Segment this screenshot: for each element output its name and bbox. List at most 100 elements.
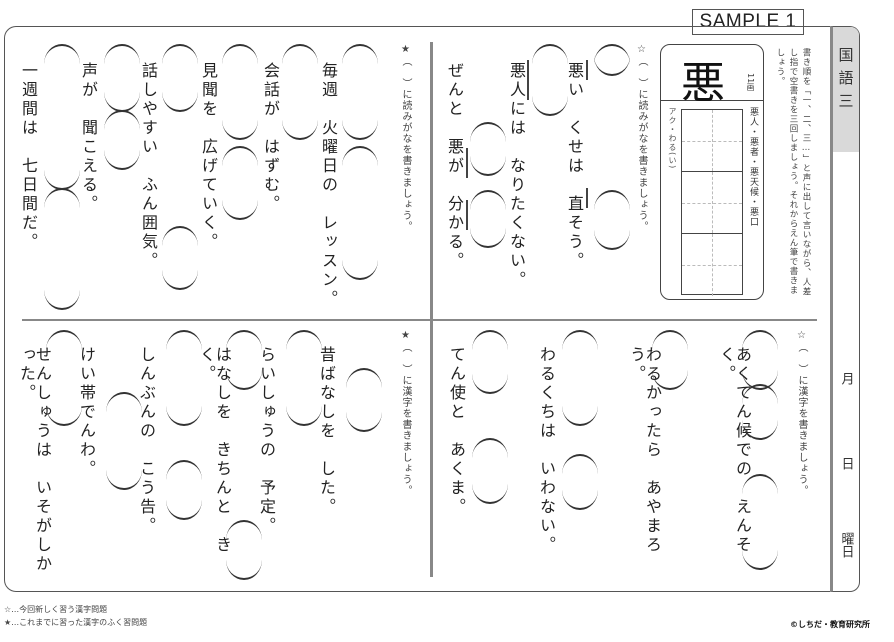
- section-instruction: ☆（ ）に漢字を書きましょう。: [796, 330, 807, 496]
- answer-paren[interactable]: [342, 260, 378, 280]
- answer-paren[interactable]: [226, 330, 262, 350]
- target-underline: [466, 200, 468, 230]
- answer-paren[interactable]: [162, 270, 198, 290]
- target-underline: [586, 188, 588, 208]
- sentence: 毎週 火曜日の レッスン。: [319, 62, 338, 309]
- answer-paren[interactable]: [226, 560, 262, 580]
- kanji-reading: アク・わる(い): [668, 107, 677, 170]
- answer-paren[interactable]: [562, 330, 598, 350]
- sentence: わるくちは いわない。: [537, 346, 556, 555]
- answer-paren[interactable]: [470, 156, 506, 176]
- answer-paren[interactable]: [470, 190, 506, 210]
- answer-paren[interactable]: [562, 454, 598, 474]
- sentence: 声が 聞こえる。: [79, 62, 98, 214]
- answer-paren[interactable]: [342, 44, 378, 64]
- answer-paren[interactable]: [106, 470, 142, 490]
- answer-paren[interactable]: [222, 146, 258, 166]
- answer-paren[interactable]: [44, 188, 80, 208]
- answer-paren[interactable]: [106, 392, 142, 412]
- answer-paren[interactable]: [594, 44, 630, 64]
- target-underline: [586, 60, 588, 80]
- answer-paren[interactable]: [742, 384, 778, 404]
- sentence: わるかったら あやまろう。: [627, 346, 662, 555]
- section-instruction: ★（ ）に読みがなを書きましょう。: [400, 44, 411, 232]
- sentence: しんぶんの こう告。: [137, 346, 156, 536]
- kanji-header: 悪 11画: [661, 45, 763, 109]
- footer-note-new: ☆…今回新しく習う漢字問題: [4, 605, 108, 614]
- answer-paren[interactable]: [742, 550, 778, 570]
- answer-paren[interactable]: [226, 520, 262, 540]
- answer-paren[interactable]: [162, 44, 198, 64]
- answer-paren[interactable]: [166, 460, 202, 480]
- answer-paren[interactable]: [346, 368, 382, 388]
- answer-paren[interactable]: [166, 406, 202, 426]
- answer-paren[interactable]: [44, 290, 80, 310]
- sentence: てん使と あくま。: [447, 346, 466, 517]
- answer-paren[interactable]: [286, 330, 322, 350]
- practice-cell[interactable]: [682, 110, 742, 172]
- answer-paren[interactable]: [562, 406, 598, 426]
- sentence: はなしを きちんと きく。: [197, 346, 232, 555]
- answer-paren[interactable]: [470, 122, 506, 142]
- answer-paren[interactable]: [742, 474, 778, 494]
- stroke-order-instruction: 書き順を「一、二、三…」と声に出して言いながら、人差し指で空書きを三回しましょう…: [775, 48, 811, 297]
- answer-paren[interactable]: [532, 44, 568, 64]
- kanji-card: 悪 11画 アク・わる(い) 悪人・悪者・悪天候・悪口: [660, 44, 764, 300]
- answer-paren[interactable]: [166, 330, 202, 350]
- target-underline: [466, 148, 468, 178]
- answer-paren[interactable]: [282, 44, 318, 64]
- practice-cell[interactable]: [682, 172, 742, 234]
- sentence: 昔ばなしを した。: [317, 346, 336, 517]
- kanji-examples: 悪人・悪者・悪天候・悪口: [748, 107, 758, 227]
- sentence: 悪い くせは 直そう。: [565, 62, 584, 271]
- answer-paren[interactable]: [594, 56, 630, 76]
- kanji-character: 悪: [681, 58, 725, 109]
- answer-paren[interactable]: [472, 330, 508, 350]
- practice-cell[interactable]: [682, 234, 742, 296]
- sentence: 会話が はずむ。: [261, 62, 280, 214]
- answer-paren[interactable]: [652, 330, 688, 350]
- answer-paren[interactable]: [742, 420, 778, 440]
- day-label: 日: [838, 457, 854, 470]
- answer-paren[interactable]: [594, 230, 630, 250]
- answer-paren[interactable]: [222, 120, 258, 140]
- answer-paren[interactable]: [104, 110, 140, 130]
- footer-note-review: ★…これまでに習った漢字のふく習問題: [4, 618, 148, 627]
- answer-paren[interactable]: [46, 406, 82, 426]
- sentence: ぜんと 悪が 分かる。: [445, 62, 464, 271]
- answer-paren[interactable]: [104, 44, 140, 64]
- answer-paren[interactable]: [222, 44, 258, 64]
- answer-paren[interactable]: [162, 92, 198, 112]
- sentence: 悪人には なりたくない。: [507, 62, 526, 290]
- answer-paren[interactable]: [472, 484, 508, 504]
- answer-paren[interactable]: [346, 412, 382, 432]
- practice-grid[interactable]: [681, 109, 743, 296]
- answer-paren[interactable]: [282, 120, 318, 140]
- answer-paren[interactable]: [562, 490, 598, 510]
- answer-paren[interactable]: [162, 226, 198, 246]
- answer-paren[interactable]: [342, 146, 378, 166]
- weekday-label: 曜日: [838, 532, 854, 558]
- sentence: らいしゅうの 予定。: [257, 346, 276, 536]
- answer-paren[interactable]: [44, 44, 80, 64]
- answer-paren[interactable]: [46, 330, 82, 350]
- target-underline: [527, 60, 529, 100]
- answer-paren[interactable]: [226, 370, 262, 390]
- answer-paren[interactable]: [532, 96, 568, 116]
- horizontal-divider: [22, 319, 817, 321]
- sentence: 話しやすい ふん囲気。: [139, 62, 158, 271]
- answer-paren[interactable]: [286, 406, 322, 426]
- answer-paren[interactable]: [470, 228, 506, 248]
- answer-paren[interactable]: [742, 330, 778, 350]
- answer-paren[interactable]: [222, 200, 258, 220]
- answer-paren[interactable]: [472, 374, 508, 394]
- answer-paren[interactable]: [104, 150, 140, 170]
- answer-paren[interactable]: [166, 500, 202, 520]
- answer-paren[interactable]: [472, 438, 508, 458]
- side-strip: 国語三 月 日 曜日: [830, 26, 860, 592]
- answer-paren[interactable]: [652, 370, 688, 390]
- answer-paren[interactable]: [594, 190, 630, 210]
- answer-paren[interactable]: [342, 120, 378, 140]
- sentence: せんしゅうは いそがしかった。: [17, 346, 52, 574]
- section-instruction: ☆（ ）に読みがなを書きましょう。: [636, 44, 647, 232]
